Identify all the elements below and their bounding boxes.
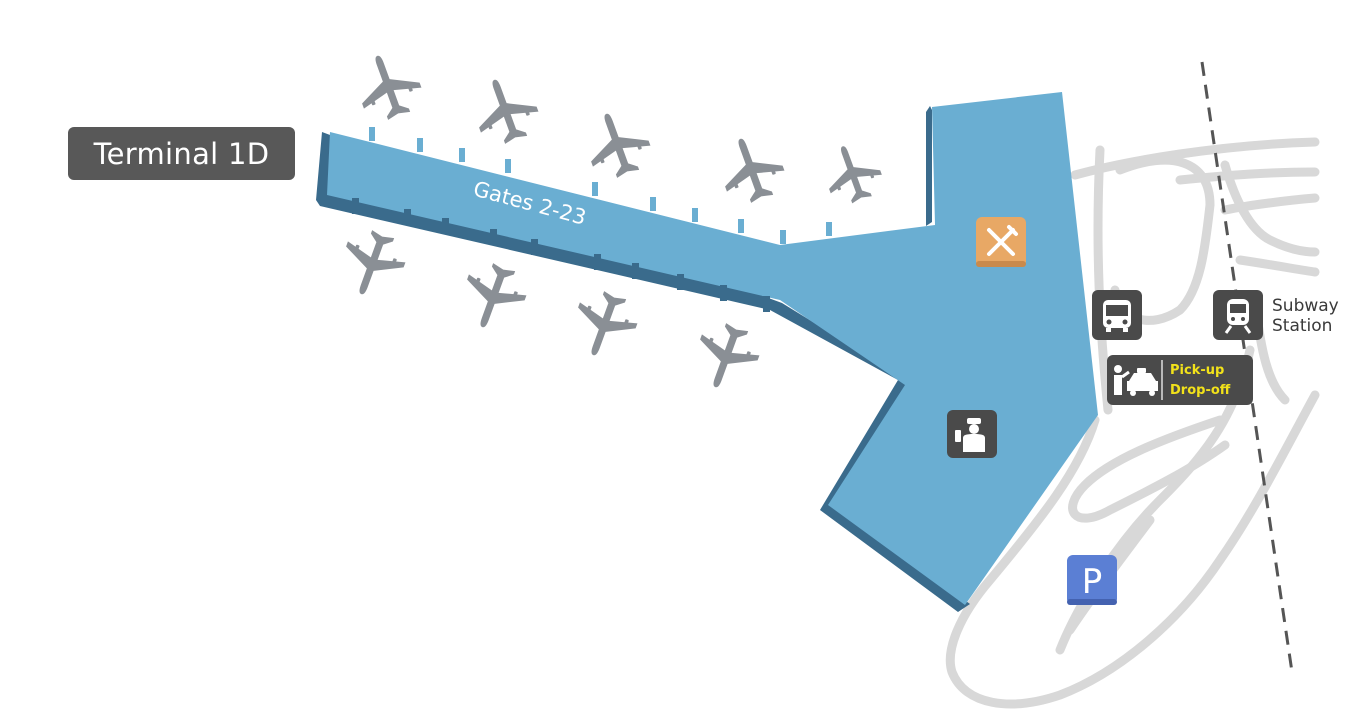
bus-stop-icon[interactable] bbox=[1092, 290, 1142, 340]
aircraft bbox=[564, 284, 644, 366]
aircraft bbox=[711, 128, 791, 210]
fork-knife-icon bbox=[987, 225, 1018, 256]
taxi-pickup-icon bbox=[1114, 365, 1158, 396]
parking-letter: P bbox=[1082, 562, 1103, 602]
parking-icon[interactable]: P bbox=[1067, 555, 1117, 605]
dining-icon[interactable] bbox=[976, 217, 1026, 267]
subway-station-icon[interactable] bbox=[1213, 290, 1263, 340]
aircraft bbox=[817, 137, 888, 210]
subway-station-label: Subway Station bbox=[1272, 296, 1339, 336]
pickup-label: Pick-up bbox=[1170, 363, 1225, 378]
subway-label-line2: Station bbox=[1272, 316, 1333, 336]
aircraft bbox=[348, 45, 428, 127]
terminal-title-label: Terminal 1D bbox=[68, 127, 295, 180]
dropoff-label: Drop-off bbox=[1170, 383, 1231, 398]
aircraft bbox=[453, 256, 533, 338]
aircraft bbox=[577, 103, 657, 185]
aircraft bbox=[465, 69, 545, 151]
security-checkpoint-icon[interactable] bbox=[947, 410, 997, 458]
security-officer-icon bbox=[955, 418, 985, 452]
subway-train-icon bbox=[1224, 299, 1252, 334]
terminal-building bbox=[316, 92, 1098, 612]
aircraft bbox=[686, 316, 766, 398]
bus-icon bbox=[1103, 300, 1131, 332]
pickup-dropoff-sign[interactable] bbox=[1107, 355, 1253, 405]
subway-label-line1: Subway bbox=[1272, 296, 1339, 316]
terminal-title: Terminal 1D bbox=[93, 136, 270, 171]
pickup-dropoff-label: Pick-up Drop-off bbox=[1170, 361, 1230, 401]
aircraft bbox=[332, 223, 412, 305]
